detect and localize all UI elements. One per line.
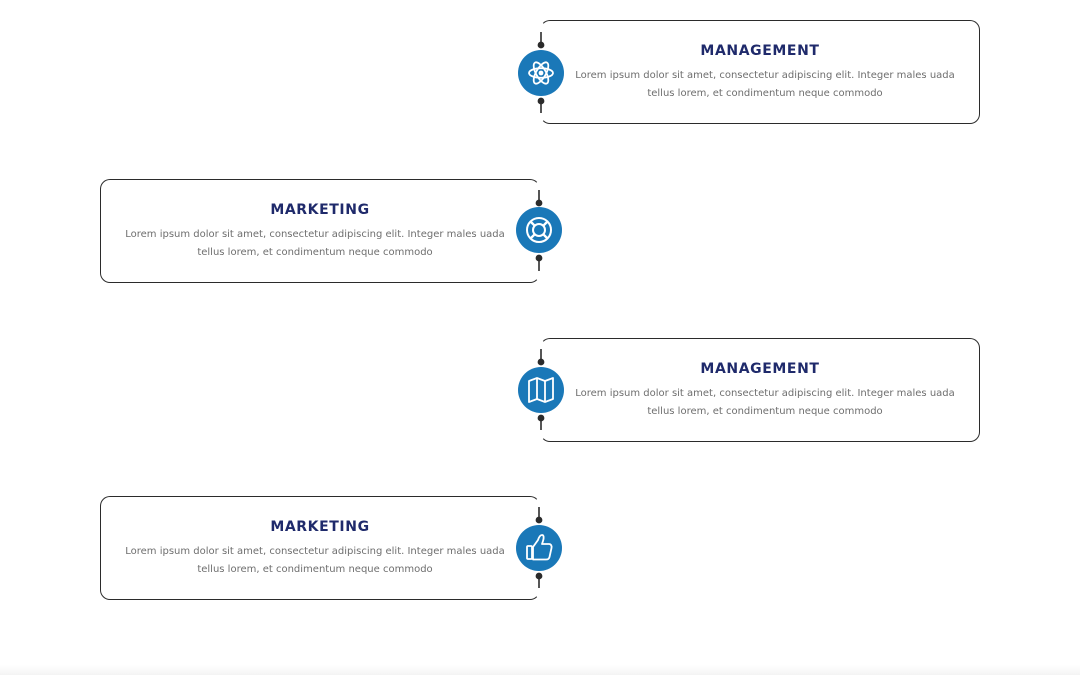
step-title: MANAGEMENT xyxy=(700,43,820,59)
floor-shadow xyxy=(0,665,1080,675)
step-title: MANAGEMENT xyxy=(700,361,820,377)
step-card-4: MARKETING Lorem ipsum dolor sit amet, co… xyxy=(100,496,540,600)
step-title: MARKETING xyxy=(270,519,370,535)
step-card-3: MANAGEMENT Lorem ipsum dolor sit amet, c… xyxy=(540,338,980,442)
step-description: Lorem ipsum dolor sit amet, consectetur … xyxy=(125,229,505,258)
step-card-2: MARKETING Lorem ipsum dolor sit amet, co… xyxy=(100,179,540,283)
step-description: Lorem ipsum dolor sit amet, consectetur … xyxy=(575,70,955,99)
step-description: Lorem ipsum dolor sit amet, consectetur … xyxy=(575,388,955,417)
step-card-1: MANAGEMENT Lorem ipsum dolor sit amet, c… xyxy=(540,20,980,124)
step-title: MARKETING xyxy=(270,202,370,218)
step-description: Lorem ipsum dolor sit amet, consectetur … xyxy=(125,546,505,575)
